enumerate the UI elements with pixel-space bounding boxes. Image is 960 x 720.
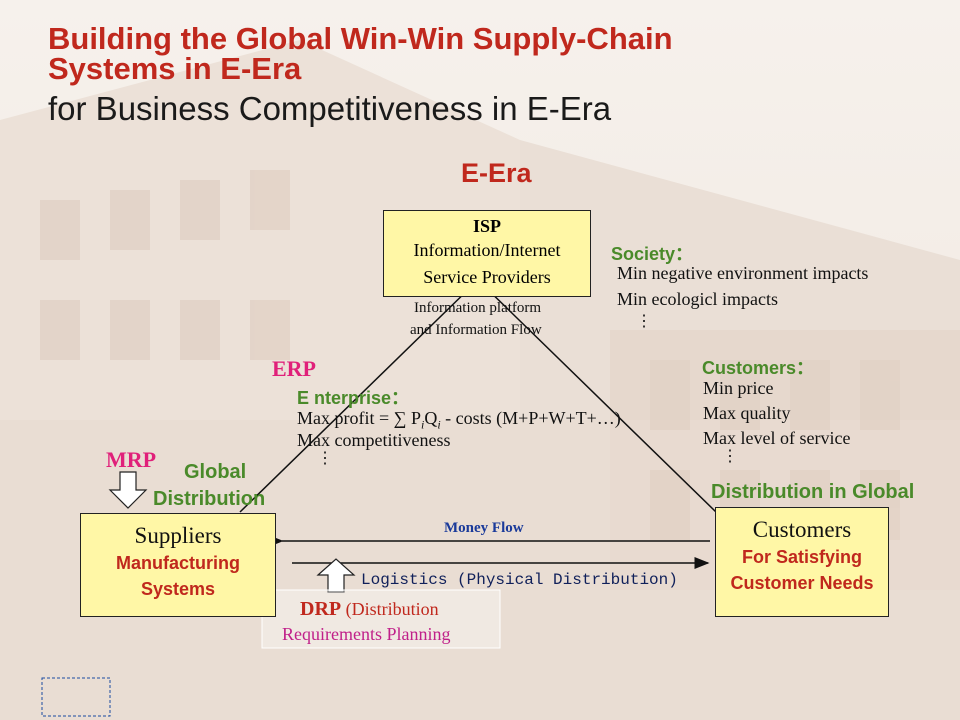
suppliers-heading: Suppliers (134, 523, 222, 548)
drp-up-arrow (316, 558, 356, 593)
isp-box: ISP Information/Internet Service Provide… (383, 210, 591, 297)
society-item-2: Min ecologicl impacts (617, 289, 778, 309)
global-distribution-line2: Distribution (153, 488, 266, 510)
customers-box: Customers For Satisfying Customer Needs (715, 507, 889, 617)
society-item-1: Min negative environment impacts (617, 263, 869, 283)
profit-sub-i2: i (437, 417, 441, 432)
profit-sub-i1: i (420, 417, 425, 432)
customers-goals-ellipsis: ⋮ (722, 448, 738, 465)
info-platform-line2: and Information Flow (410, 322, 542, 338)
logistics-label: Logistics (Physical Distribution) (361, 571, 678, 589)
isp-line1: Information/Internet (413, 240, 561, 260)
dashed-placeholder (41, 677, 111, 717)
isp-heading: ISP (472, 216, 501, 236)
slide-title-line1: Building the Global Win-Win Supply-Chain (48, 21, 673, 56)
customers-goal-3: Max level of service (703, 428, 851, 448)
enterprise-competitiveness: Max competitiveness (297, 430, 451, 450)
customers-goals-label: Customers： (702, 358, 815, 378)
drp-frame (261, 589, 501, 649)
drp-label: DRP (300, 598, 342, 620)
customers-heading: Customers (752, 517, 852, 542)
customers-goal-1: Min price (703, 378, 774, 398)
isp-line2: Service Providers (423, 267, 551, 287)
drp-paren: (Distribution (341, 599, 439, 619)
suppliers-line1: Manufacturing (116, 553, 240, 573)
distribution-in-global-label: Distribution in Global (711, 481, 915, 503)
mrp-label: MRP (106, 447, 157, 472)
society-label: Society： (611, 244, 694, 264)
customers-line2: Customer Needs (730, 573, 874, 593)
slide-subtitle: for Business Competitiveness in E-Era (48, 90, 612, 127)
enterprise-max-profit: Max profit = ∑ PiQi - costs (M+P+W+T+…) (297, 408, 621, 433)
mrp-down-arrow (108, 471, 148, 509)
customers-goal-2: Max quality (703, 403, 791, 423)
suppliers-line2: Systems (140, 579, 216, 599)
left-triangle-edge (239, 279, 479, 513)
profit-suffix: - costs (M+P+W+T+…) (440, 408, 621, 428)
profit-q: Q (424, 408, 438, 428)
erp-label: ERP (272, 356, 316, 381)
suppliers-box: Suppliers Manufacturing Systems (80, 513, 276, 617)
society-ellipsis: ⋮ (636, 313, 652, 330)
customers-line1: For Satisfying (741, 547, 862, 567)
enterprise-label: E nterprise： (297, 388, 410, 408)
slide-title-line2: Systems in E-Era (48, 51, 302, 86)
drp-line1: DRP (Distribution (300, 598, 439, 621)
global-distribution-line1: Global (184, 461, 247, 483)
profit-sum: ∑ P (393, 408, 421, 428)
drp-line2: Requirements Planning (282, 624, 451, 644)
right-triangle-edge (477, 279, 717, 513)
money-flow-label: Money Flow (444, 520, 524, 536)
info-platform-line1: Information platform (414, 300, 542, 316)
enterprise-ellipsis: ⋮ (317, 450, 333, 467)
e-era-label: E-Era (461, 158, 532, 188)
profit-prefix: Max profit = (297, 408, 394, 428)
